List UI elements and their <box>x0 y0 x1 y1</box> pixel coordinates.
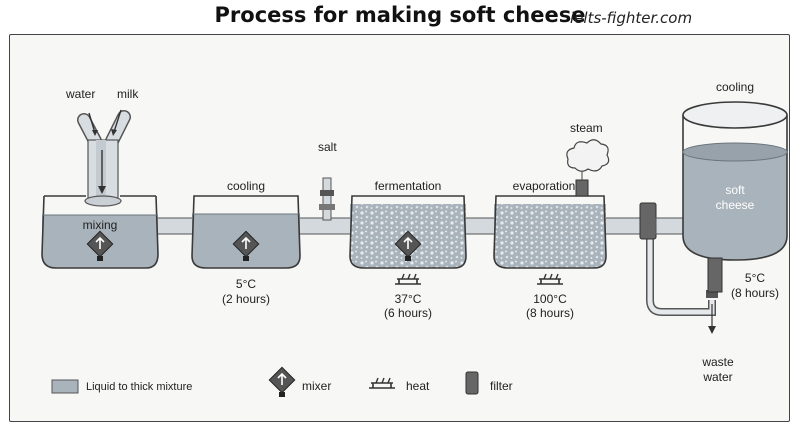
stage-label-mixing: mixing <box>82 218 118 232</box>
final-cooling-duration: (8 hours) <box>730 286 780 300</box>
steam-label: steam <box>570 121 603 135</box>
milk-label: milk <box>117 87 139 101</box>
legend-heat-label: heat <box>406 379 430 393</box>
final-cooling-temperature: 5°C <box>744 271 766 285</box>
product-label-line1: soft <box>725 183 745 197</box>
heat-icon <box>394 273 422 285</box>
stage-label-cooling: cooling <box>226 179 266 193</box>
legend-liquid-swatch <box>51 379 79 394</box>
salt-label: salt <box>318 140 337 154</box>
stage-label-fermentation: fermentation <box>374 179 442 193</box>
steam-icon <box>566 139 610 180</box>
water-label: water <box>66 87 96 101</box>
filter-icon <box>465 371 479 395</box>
stage-label-final-cooling: cooling <box>715 80 755 94</box>
evaporation-duration: (8 hours) <box>525 306 575 320</box>
website-credit: ielts-fighter.com <box>570 9 693 27</box>
waste-label-line1: waste <box>702 355 734 369</box>
product-label-line2: cheese <box>715 198 755 212</box>
mixer-icon <box>268 366 296 398</box>
fermentation-duration: (6 hours) <box>383 306 433 320</box>
final-cooling-tank <box>682 101 788 293</box>
page-title: Process for making soft cheese <box>214 3 586 27</box>
heat-icon <box>368 377 396 389</box>
evaporation-tank <box>493 179 607 269</box>
legend-liquid-label: Liquid to thick mixture <box>86 381 193 393</box>
waste-label-line2: water <box>703 370 733 384</box>
evaporation-temperature: 100°C <box>533 292 567 306</box>
input-tube <box>77 110 131 207</box>
filter-icon <box>639 202 657 240</box>
legend-filter-label: filter <box>490 379 513 393</box>
cooling-temperature: 5°C <box>235 277 257 291</box>
waste-pipe <box>646 234 718 334</box>
valve-icon <box>319 177 335 221</box>
fermentation-temperature: 37°C <box>394 292 422 306</box>
stage-label-evaporation: evaporation <box>512 179 576 193</box>
pipe-to-cooling-tank <box>655 217 687 235</box>
arrow-icon <box>88 109 122 194</box>
heat-icon <box>536 273 564 285</box>
legend-mixer-label: mixer <box>302 379 332 393</box>
cooling-duration: (2 hours) <box>221 292 271 306</box>
